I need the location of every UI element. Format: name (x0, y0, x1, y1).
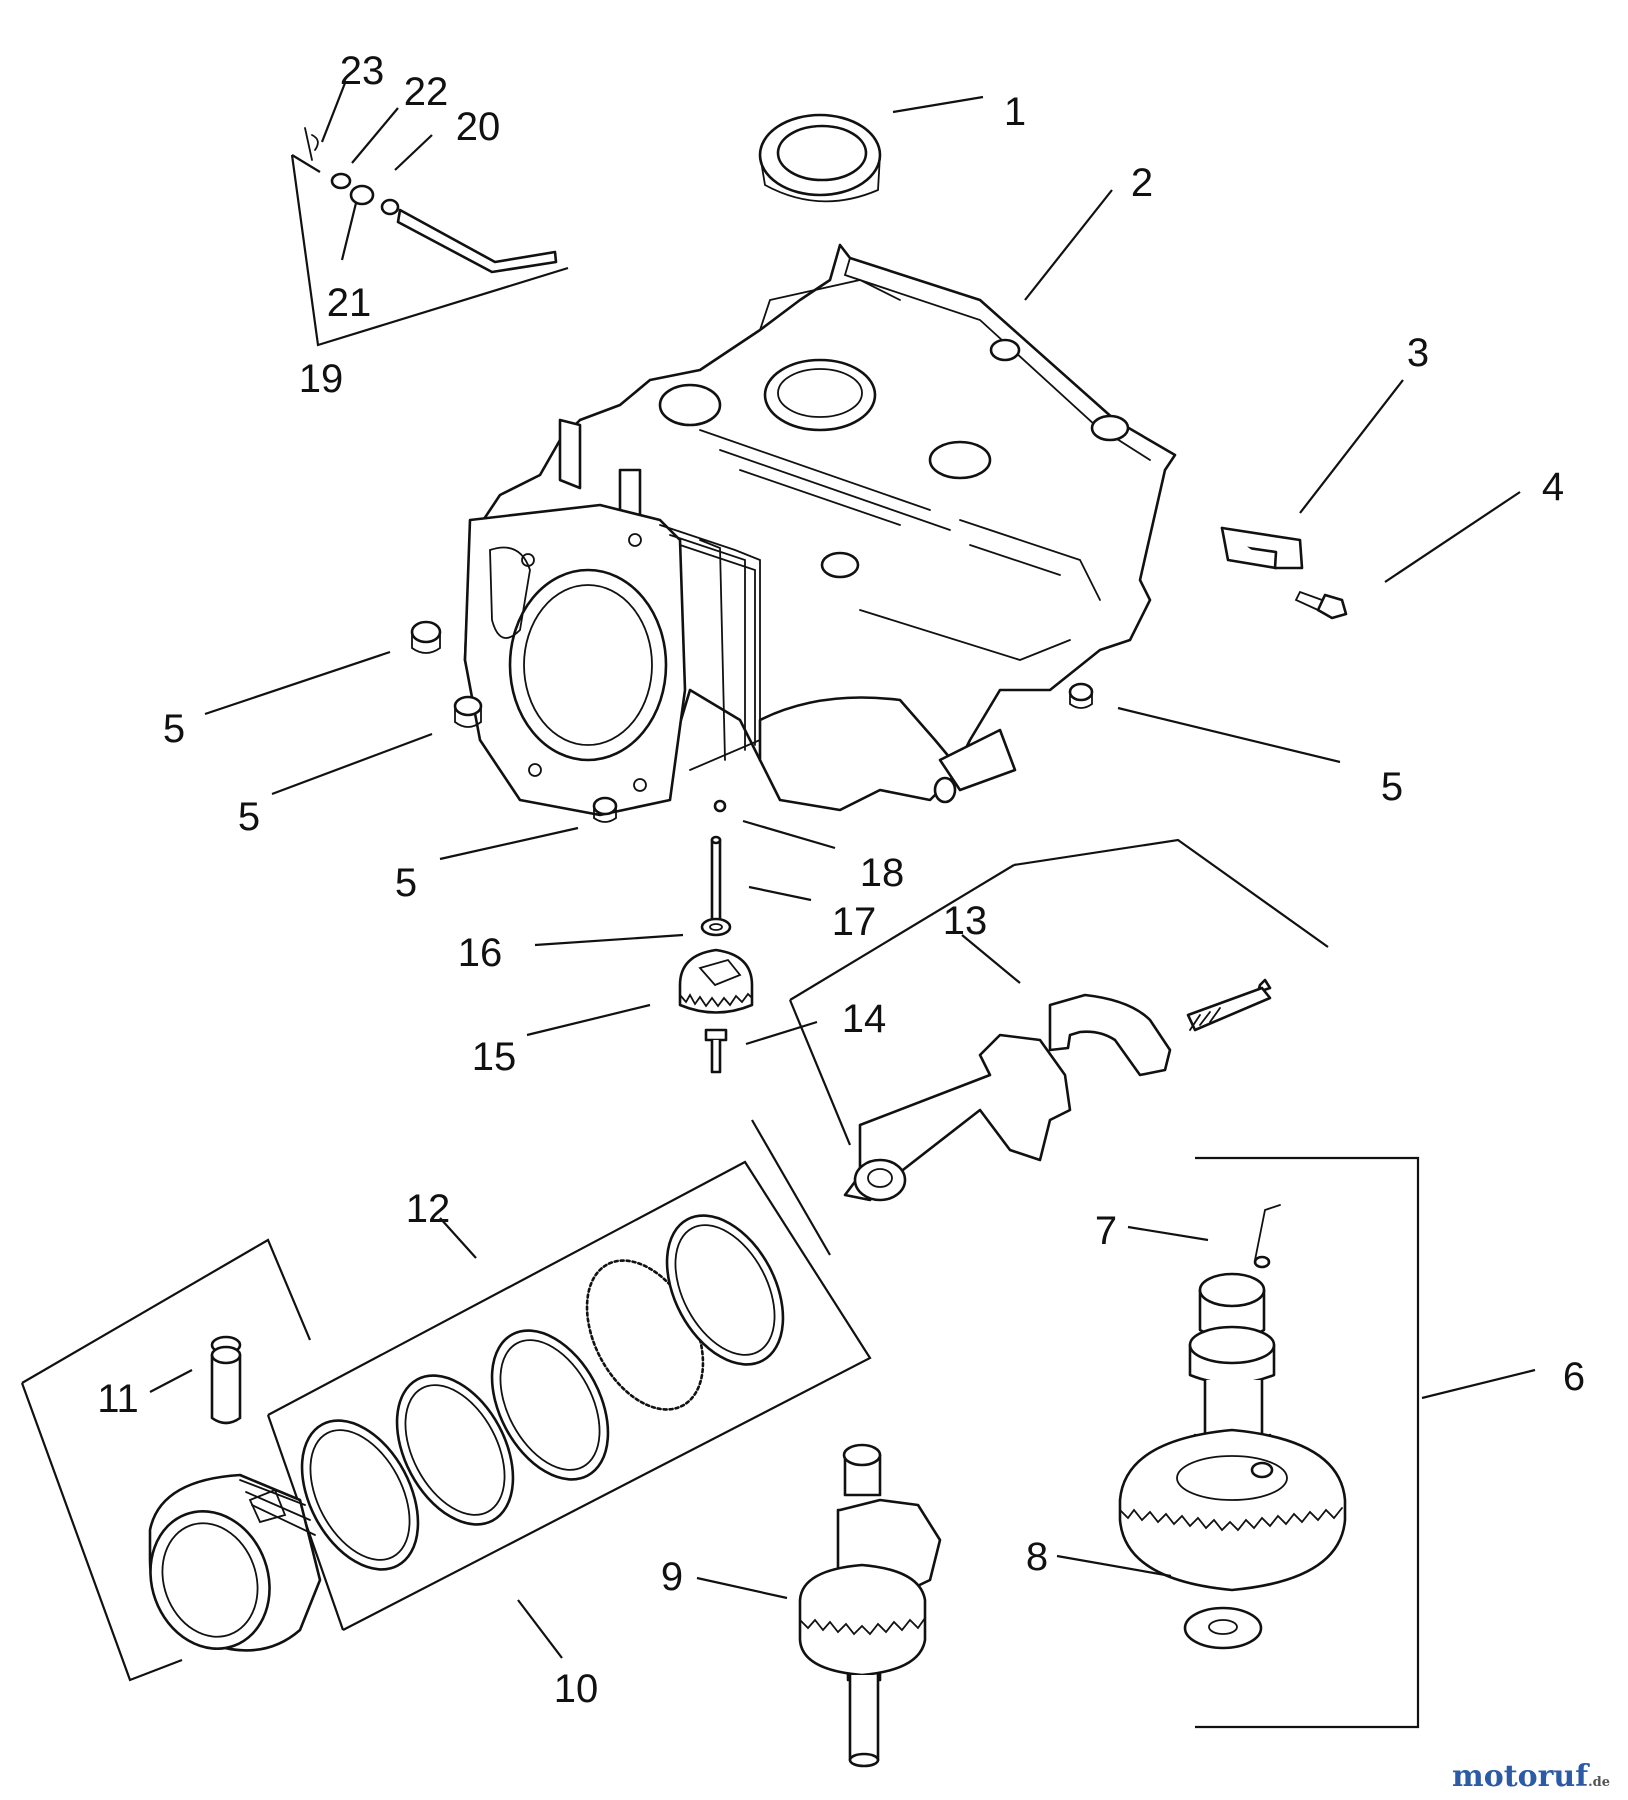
part-10-piston-ring-group (266, 1119, 872, 1631)
part-4-bolt (1294, 590, 1348, 620)
leader-14 (745, 1020, 818, 1046)
callout-4: 4 (1542, 465, 1564, 509)
part-3-bracket (1220, 526, 1304, 570)
leader-18 (742, 819, 836, 850)
callout-9: 9 (661, 1555, 683, 1599)
part-19-linkage-group (290, 127, 569, 347)
part-11-piston-group (20, 1238, 322, 1682)
callout-21: 21 (327, 281, 372, 325)
callout-1: 1 (1004, 90, 1026, 134)
leader-5d (1117, 706, 1341, 764)
callout-12: 12 (406, 1187, 451, 1231)
leader-12 (439, 1217, 477, 1259)
callout-5d: 5 (1381, 765, 1403, 809)
leader-23 (320, 82, 347, 143)
callout-18: 18 (860, 851, 905, 895)
part-6-camshaft-group (1118, 1156, 1420, 1729)
callout-labels: 1 2 3 4 5 5 5 5 6 7 8 9 10 11 12 13 14 1… (97, 49, 1585, 1711)
callout-10: 10 (554, 1667, 599, 1711)
callout-3: 3 (1407, 331, 1429, 375)
callout-16: 16 (458, 931, 503, 975)
callout-23: 23 (340, 49, 385, 93)
callout-5a: 5 (163, 707, 185, 751)
callout-19: 19 (299, 357, 344, 401)
callout-13: 13 (943, 899, 988, 943)
leader-8 (1056, 1554, 1172, 1578)
leader-2 (1024, 189, 1113, 301)
watermark-logo: motoruf.de (1452, 1759, 1610, 1794)
callout-8: 8 (1026, 1535, 1048, 1579)
callout-17: 17 (832, 900, 877, 944)
leader-5a (204, 650, 391, 716)
part-5-bushings (410, 620, 1094, 823)
leader-4 (1384, 491, 1521, 583)
leader-6 (1421, 1368, 1536, 1400)
leader-10 (517, 1599, 563, 1659)
leader-7 (1127, 1225, 1209, 1242)
leader-16 (534, 933, 684, 947)
callout-15: 15 (472, 1035, 517, 1079)
leader-lines (149, 82, 1536, 1659)
callout-6: 6 (1563, 1355, 1585, 1399)
callout-14: 14 (842, 997, 887, 1041)
part-9-crankshaft (798, 1443, 942, 1768)
watermark-tld: .de (1588, 1775, 1610, 1790)
governor-assembly (678, 835, 754, 1074)
leader-3 (1299, 379, 1404, 514)
callout-20: 20 (456, 105, 501, 149)
callout-7: 7 (1095, 1209, 1117, 1253)
leader-13 (961, 934, 1021, 984)
part-1-oil-seal (758, 113, 882, 203)
callout-22: 22 (404, 70, 449, 114)
callout-2: 2 (1131, 161, 1153, 205)
callout-5b: 5 (238, 795, 260, 839)
leader-20 (394, 134, 433, 171)
watermark-brand: motoruf (1451, 1759, 1589, 1794)
leader-5c (439, 826, 579, 861)
part-13-connecting-rod-group (788, 838, 1329, 1202)
leader-17 (748, 885, 812, 902)
leader-15 (526, 1003, 651, 1037)
leader-21 (340, 202, 358, 261)
leader-9 (696, 1576, 788, 1600)
part-2-crankcase (463, 243, 1177, 817)
leader-1 (892, 95, 984, 114)
leader-5b (271, 732, 433, 796)
callout-11: 11 (97, 1377, 139, 1421)
leader-11 (149, 1369, 193, 1393)
callout-5c: 5 (395, 861, 417, 905)
leader-22 (351, 107, 399, 164)
